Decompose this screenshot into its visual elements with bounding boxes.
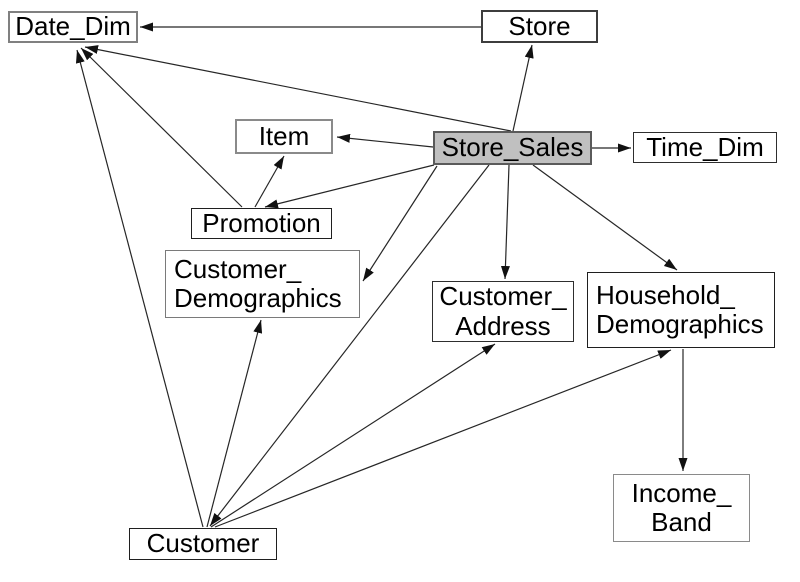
edge-store_sales-to-customer_demographics — [362, 165, 438, 282]
node-time_dim[interactable]: Time_Dim — [633, 132, 777, 163]
node-customer_demographics[interactable]: Customer_Demographics — [165, 250, 360, 318]
node-promotion[interactable]: Promotion — [191, 208, 332, 239]
node-time_dim-label: Time_Dim — [646, 131, 764, 162]
node-customer[interactable]: Customer — [129, 528, 277, 560]
edge-customer-to-customer_address — [210, 343, 496, 528]
node-income_band-label: Band — [651, 507, 712, 537]
node-household_demographics[interactable]: Household_Demographics — [587, 272, 775, 348]
node-date_dim[interactable]: Date_Dim — [8, 11, 138, 43]
node-customer_address[interactable]: Customer_Address — [432, 281, 574, 342]
edge-store_sales-to-customer_address — [500, 164, 510, 280]
edge-store_sales-to-store — [512, 44, 534, 132]
node-date_dim-label: Date_Dim — [15, 11, 131, 42]
edge-promotion-to-date_dim — [80, 47, 243, 208]
node-income_band-label: Income_ — [631, 477, 732, 508]
node-item-label: Item — [258, 120, 310, 151]
node-item[interactable]: Item — [235, 119, 333, 154]
node-customer_demographics-label: Demographics — [174, 283, 342, 313]
edge-store_sales-to-item — [336, 133, 434, 148]
node-customer-label: Customer — [146, 528, 260, 559]
edge-promotion-to-item — [254, 155, 285, 208]
edge-customer-to-household_demographics — [214, 349, 672, 528]
edge-store_sales-to-promotion — [264, 164, 435, 209]
node-household_demographics-label: Demographics — [596, 309, 764, 339]
node-store-label: Store — [508, 10, 571, 41]
node-store_sales-label: Store_Sales — [441, 132, 584, 163]
node-store_sales[interactable]: Store_Sales — [433, 131, 592, 165]
edge-customer-to-customer_demographics — [206, 319, 263, 528]
node-customer_address-label: Customer_ — [439, 281, 567, 312]
node-customer_demographics-label: Customer_ — [174, 253, 302, 284]
edge-store_sales-to-household_demographics — [532, 164, 678, 271]
node-store[interactable]: Store — [481, 10, 598, 43]
node-income_band[interactable]: Income_Band — [613, 474, 750, 542]
node-household_demographics-label: Household_ — [596, 279, 735, 310]
node-customer_address-label: Address — [455, 310, 551, 341]
node-promotion-label: Promotion — [202, 207, 321, 238]
